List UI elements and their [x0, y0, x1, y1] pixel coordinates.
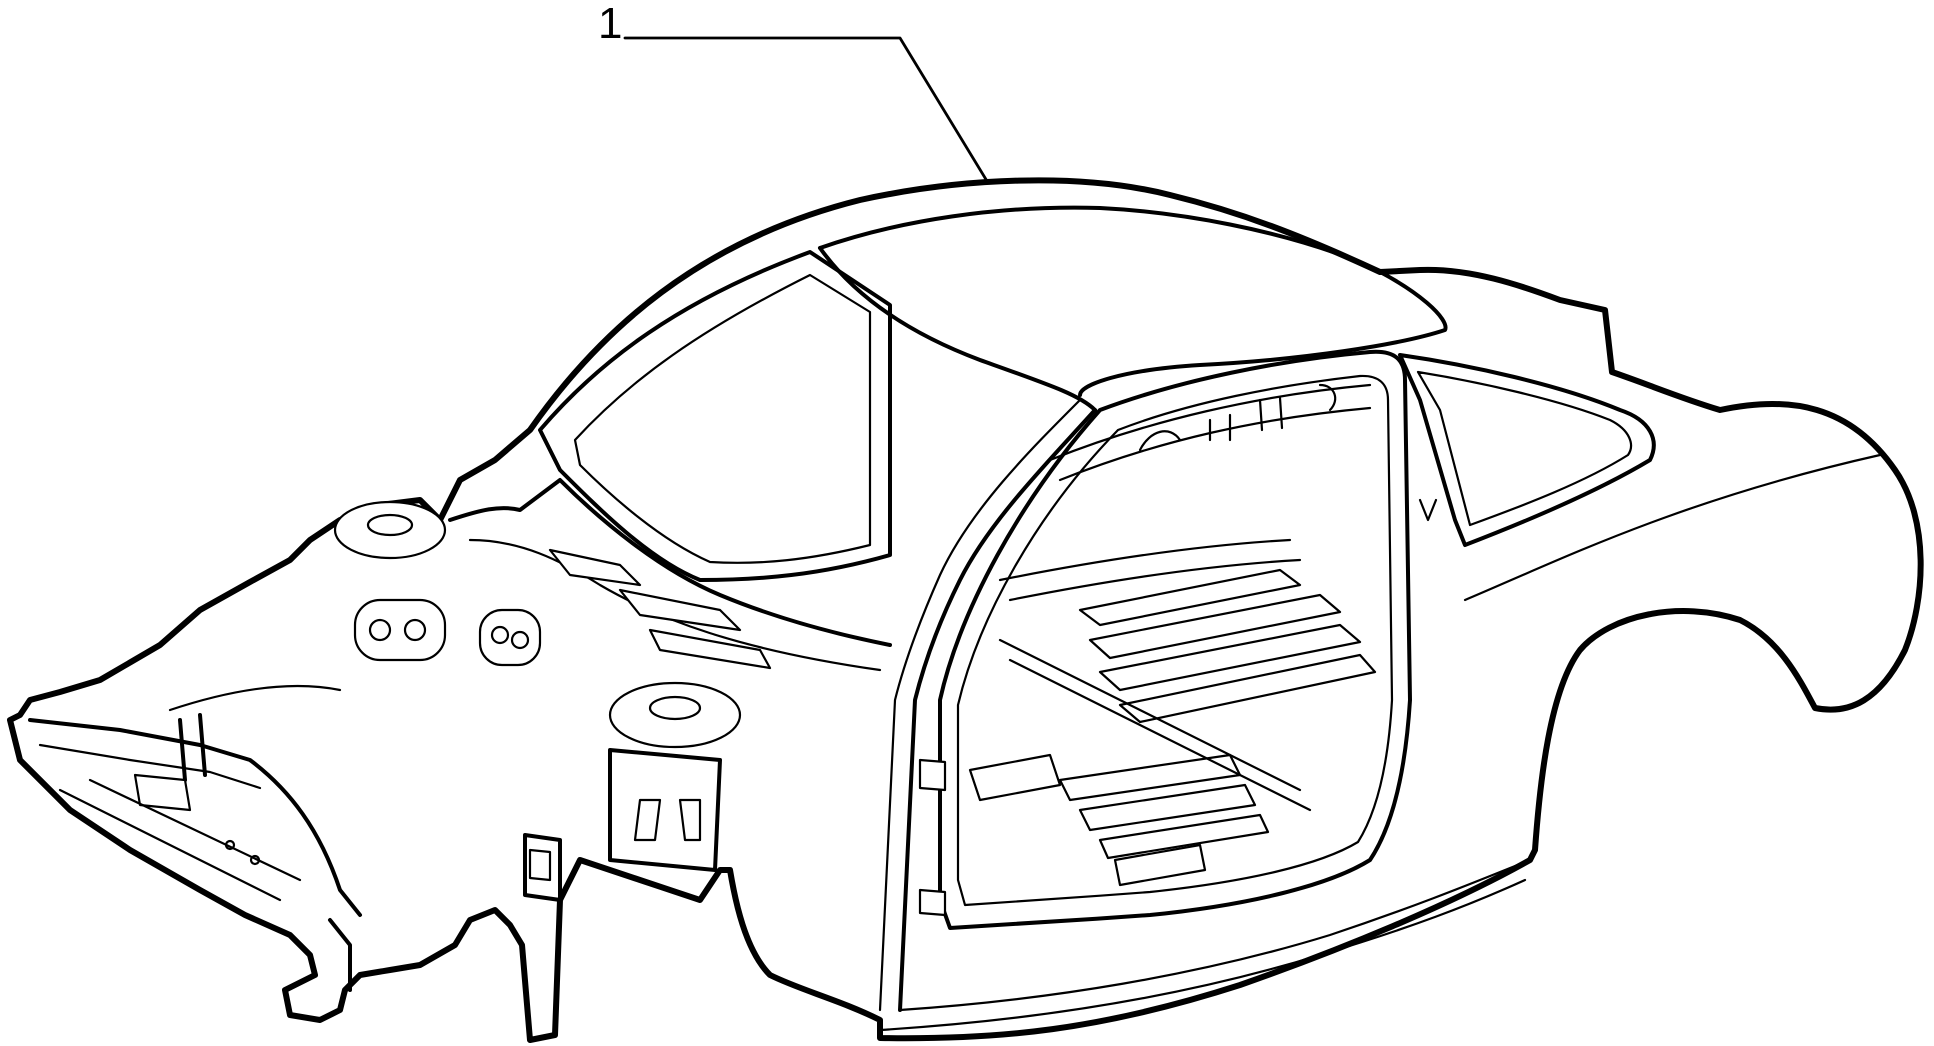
- floor-pan: [968, 538, 1377, 887]
- body-side-crease: [1463, 453, 1882, 602]
- windshield-inner: [573, 273, 872, 564]
- rear-bulkhead: [1048, 383, 1372, 482]
- door-opening: [938, 349, 1412, 930]
- callout-leader-line: [623, 36, 992, 188]
- roof-front-edge: [818, 246, 1097, 412]
- body-shell: [7, 177, 1924, 1043]
- rocker-panel: [898, 858, 1532, 1012]
- body-outer-silhouette: [7, 177, 1924, 1043]
- door-opening-inner: [956, 374, 1394, 907]
- windshield-frame: [538, 250, 892, 582]
- rocker-panel-lower: [878, 878, 1527, 1032]
- rear-quarter-window: [1398, 353, 1656, 547]
- front-subframe: [28, 684, 722, 992]
- callout-number: 1: [598, 0, 622, 48]
- rear-wheel-arch: [1578, 609, 1817, 710]
- front-structure: [333, 478, 892, 749]
- hinge-pillar: [918, 498, 1438, 917]
- a-pillar-inner: [878, 398, 1082, 1012]
- a-pillar: [898, 408, 1097, 1012]
- rear-quarter-window-inner: [1416, 370, 1633, 527]
- roof-panel-edge: [818, 205, 1448, 397]
- callout-1: 1: [598, 0, 992, 188]
